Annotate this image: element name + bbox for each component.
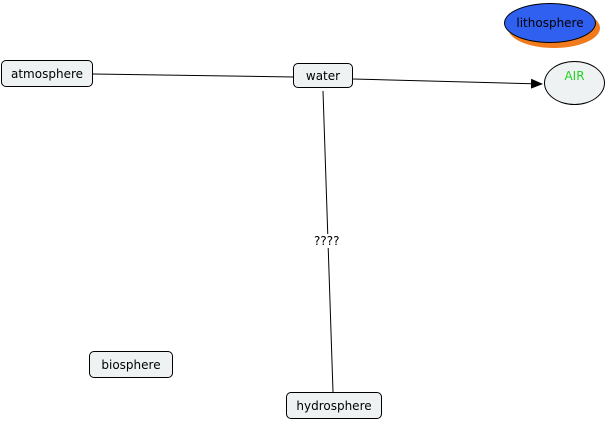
node-water-label: water <box>305 68 341 83</box>
node-atmosphere[interactable]: atmosphere <box>1 60 93 87</box>
node-hydrosphere-label: hydrosphere <box>296 398 372 413</box>
node-biosphere-label: biosphere <box>101 357 161 372</box>
link-water-air <box>352 78 543 89</box>
node-water[interactable]: water <box>293 63 353 88</box>
node-lithosphere-label: lithosphere <box>516 16 584 30</box>
node-atmosphere-label: atmosphere <box>11 66 83 81</box>
node-air-label: AIR <box>564 69 585 83</box>
node-air[interactable]: AIR <box>544 61 605 105</box>
link-label-text: ???? <box>314 234 340 248</box>
node-lithosphere[interactable]: lithosphere <box>504 3 596 43</box>
node-hydrosphere[interactable]: hydrosphere <box>286 392 382 419</box>
link-label-water-hydrosphere: ???? <box>312 234 342 248</box>
link-atmosphere-water <box>92 73 295 78</box>
node-biosphere[interactable]: biosphere <box>89 351 173 378</box>
